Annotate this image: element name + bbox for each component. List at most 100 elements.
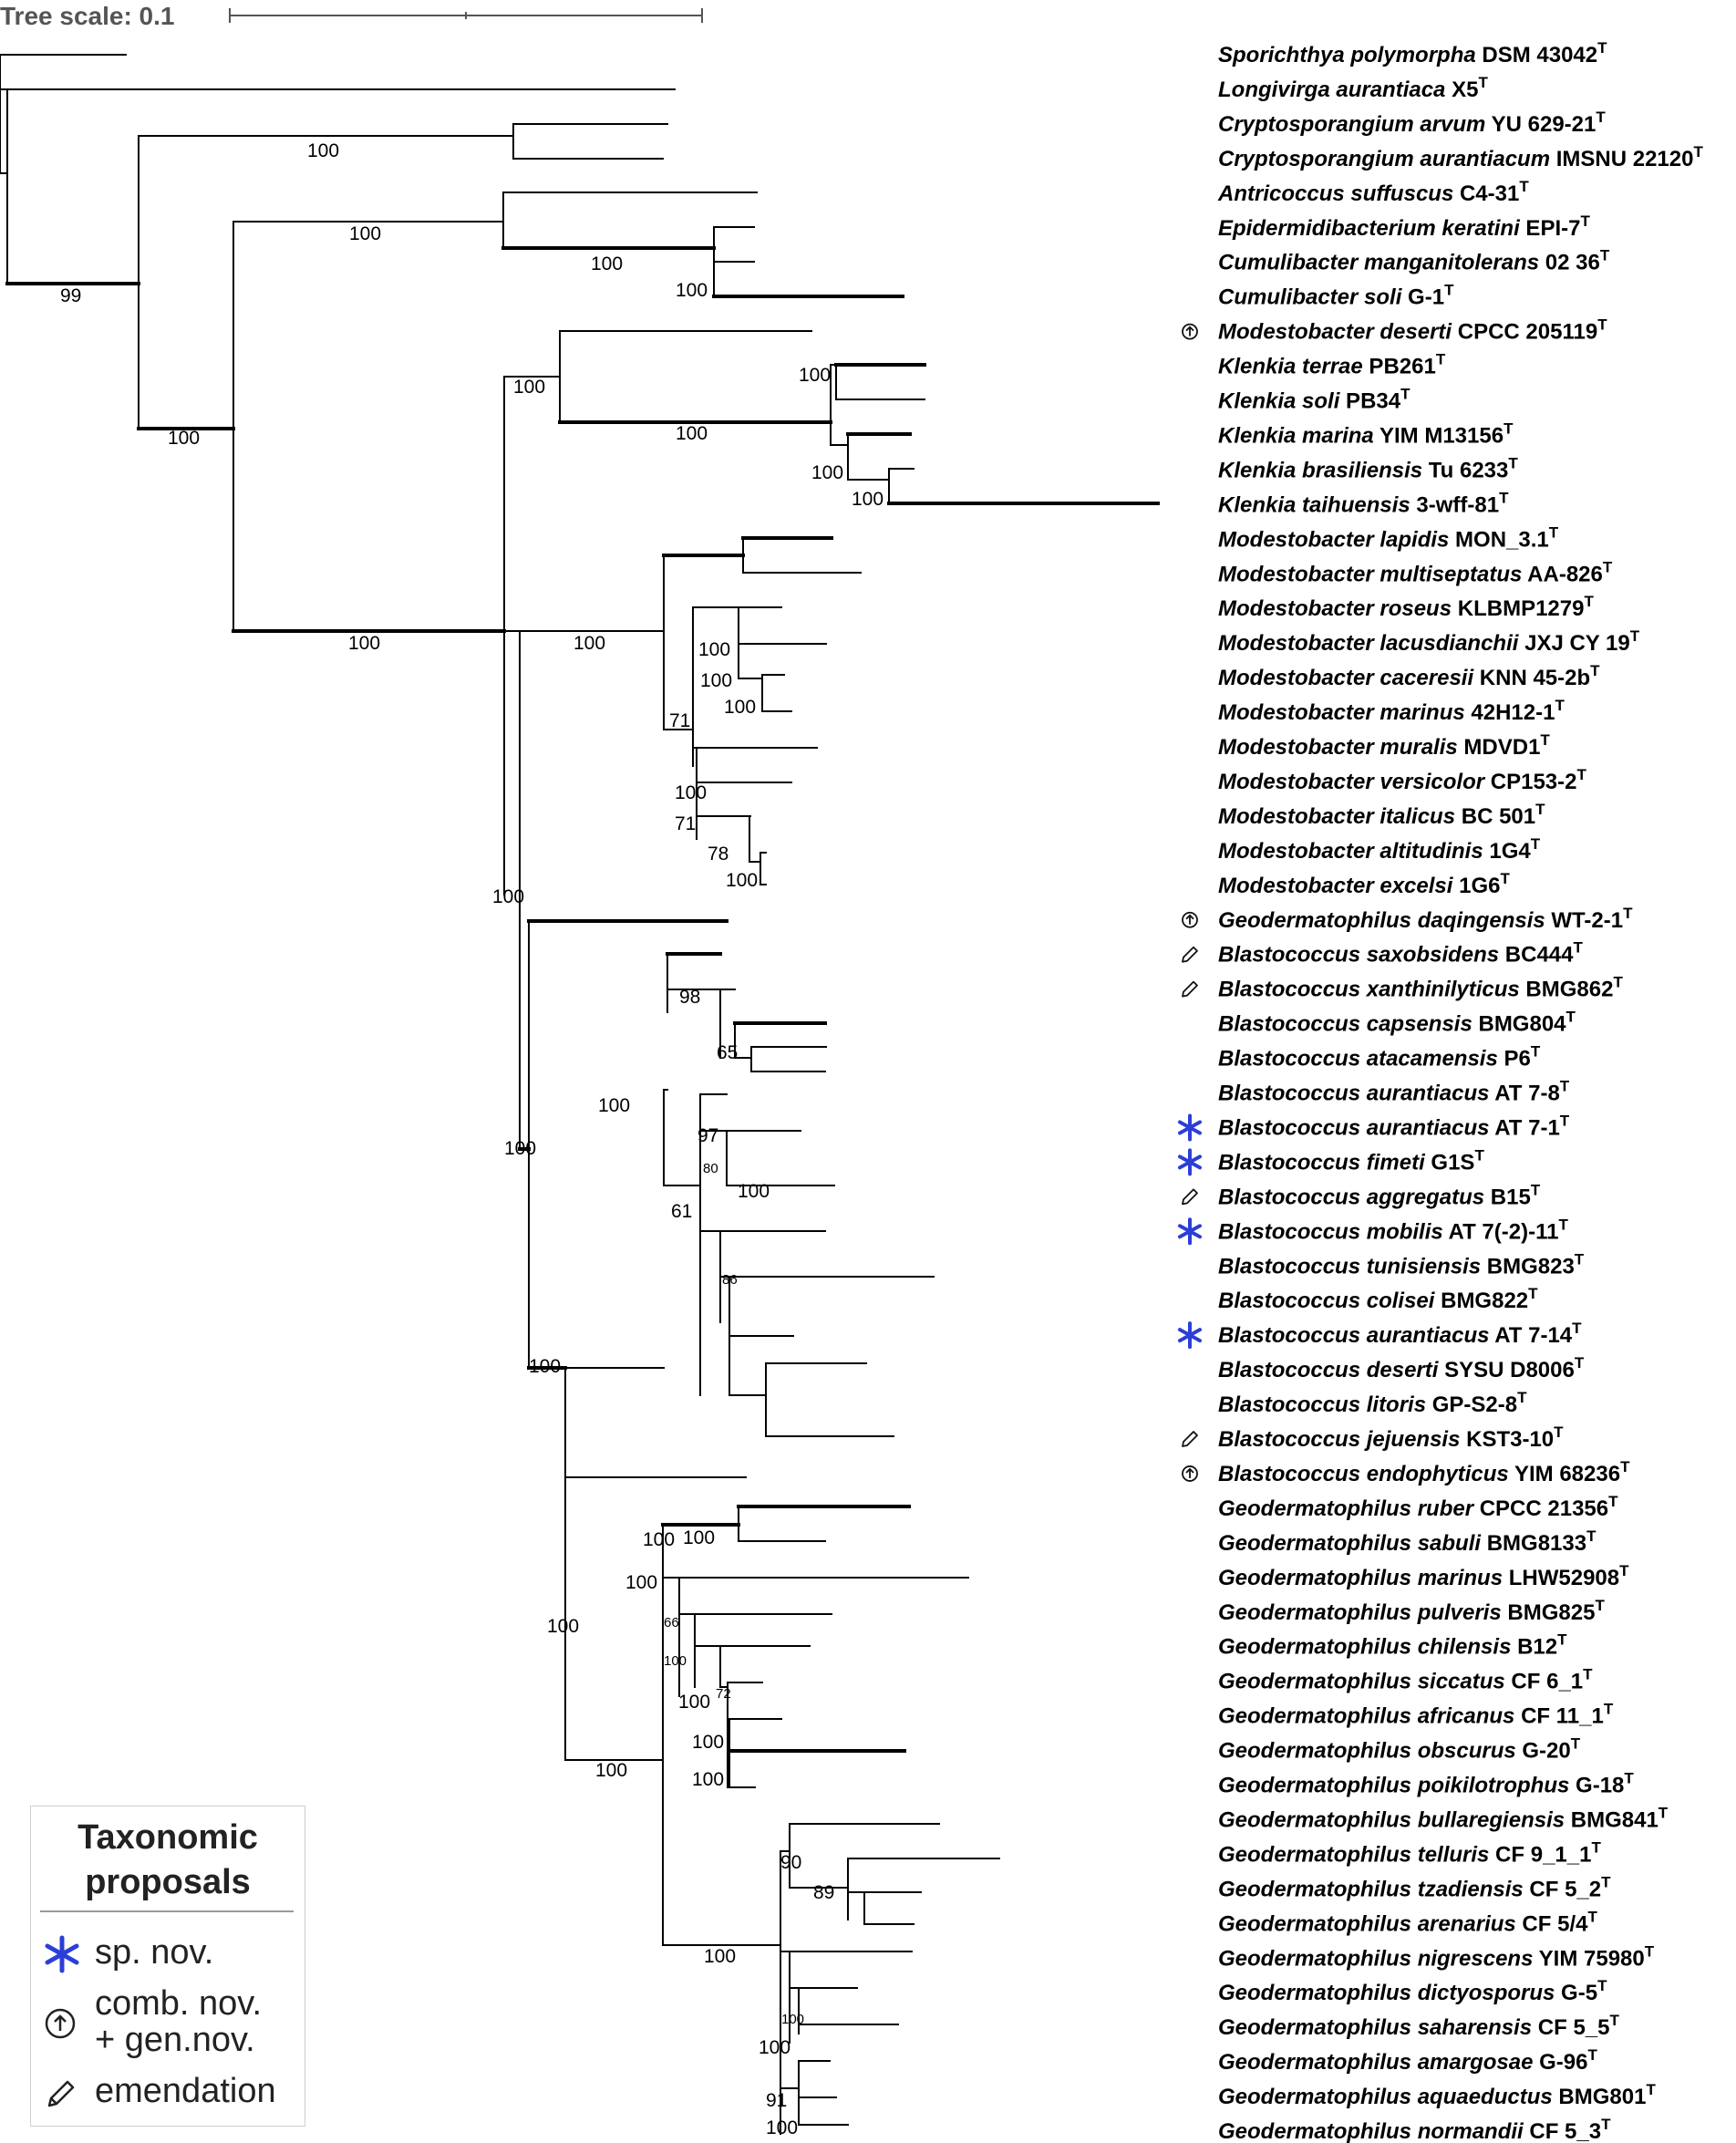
bootstrap-label: 86	[722, 1272, 738, 1288]
bootstrap-label: 100	[692, 1732, 724, 1753]
taxon-label: Blastococcus aurantiacus AT 7-8T	[1218, 1078, 1570, 1106]
bootstrap-label: 100	[675, 782, 707, 803]
bootstrap-label: 100	[574, 633, 605, 654]
bootstrap-label: 98	[679, 987, 700, 1008]
taxon-label: Geodermatophilus poikilotrophus G-18T	[1218, 1770, 1634, 1798]
bootstrap-label: 100	[664, 1653, 687, 1669]
taxon-label: Blastococcus fimeti G1ST	[1218, 1146, 1484, 1175]
taxon-label: Modestobacter multiseptatus AA-826T	[1218, 558, 1613, 586]
bootstrap-label: 78	[708, 844, 728, 864]
bootstrap-label: 100	[759, 2037, 790, 2058]
taxon-label: Modestobacter italicus BC 501T	[1218, 801, 1545, 829]
taxon-labels: Sporichthya polymorpha DSM 43042TLongivi…	[1217, 39, 1703, 2143]
bootstrap-label: 72	[716, 1686, 731, 1702]
legend-item-emendation: emendation	[31, 2071, 305, 2115]
taxon-markers	[1178, 323, 1202, 1482]
pencil-icon	[1182, 980, 1198, 998]
legend-divider	[40, 1910, 294, 1912]
legend-title: Taxonomic proposals	[31, 1816, 305, 1905]
taxon-label: Klenkia marina YIM M13156T	[1218, 419, 1514, 448]
legend-item-comb-nov: comb. nov. + gen.nov.	[31, 1985, 305, 2058]
taxon-label: Geodermatophilus tzadiensis CF 5_2T	[1218, 1873, 1611, 1901]
taxon-label: Klenkia terrae PB261T	[1218, 351, 1446, 379]
taxon-label: Modestobacter muralis MDVD1T	[1218, 731, 1550, 760]
circle-arrow-icon	[45, 2008, 76, 2039]
bootstrap-label: 100	[683, 1527, 715, 1548]
bootstrap-label: 100	[724, 697, 756, 718]
taxon-label: Geodermatophilus africanus CF 11_1T	[1218, 1701, 1614, 1729]
taxon-label: Blastococcus xanthinilyticus BMG862T	[1218, 974, 1623, 1002]
bootstrap-label: 100	[811, 462, 843, 483]
bootstrap-label: 65	[717, 1042, 738, 1063]
bootstrap-label: 100	[643, 1529, 675, 1550]
pencil-icon	[47, 2080, 75, 2107]
taxon-label: Geodermatophilus obscurus G-20T	[1218, 1735, 1581, 1764]
taxon-label: Geodermatophilus telluris CF 9_1_1T	[1218, 1838, 1601, 1867]
circle-arrow-icon	[1182, 1465, 1198, 1482]
bootstrap-label: 97	[698, 1125, 718, 1146]
taxon-label: Blastococcus litoris GP-S2-8T	[1218, 1389, 1527, 1417]
tree-scale-bar	[229, 8, 703, 23]
taxon-label: Blastococcus colisei BMG822T	[1218, 1285, 1538, 1313]
bootstrap-label: 100	[595, 1760, 627, 1781]
bootstrap-label: 100	[598, 1095, 630, 1116]
bootstrap-label: 100	[529, 1356, 561, 1377]
taxon-label: Antricoccus suffuscus C4-31T	[1217, 178, 1529, 206]
bootstrap-label: 91	[766, 2090, 787, 2111]
taxon-label: Modestobacter marinus 42H12-1T	[1218, 697, 1565, 725]
bootstrap-label: 100	[547, 1616, 579, 1637]
taxon-label: Epidermidibacterium keratini EPI-7T	[1218, 212, 1590, 241]
legend-label-emendation: emendation	[95, 2072, 276, 2110]
taxon-label: Cryptosporangium aurantiacum IMSNU 22120…	[1218, 143, 1703, 171]
taxon-label: Geodermatophilus arenarius CF 5/4T	[1218, 1908, 1597, 1936]
legend-label-comb-nov-line1: comb. nov.	[95, 1984, 263, 2023]
taxon-label: Klenkia brasiliensis Tu 6233T	[1218, 454, 1518, 482]
bootstrap-values: 99 100 100 100 100 100 100 100 100 100 1…	[60, 140, 884, 2138]
taxon-label: Modestobacter versicolor CP153-2T	[1218, 766, 1586, 794]
taxon-label: Blastococcus aurantiacus AT 7-14T	[1218, 1320, 1582, 1348]
bootstrap-label: 100	[513, 377, 545, 398]
bootstrap-label: 100	[781, 2012, 804, 2027]
taxon-label: Geodermatophilus saharensis CF 5_5T	[1218, 2012, 1619, 2040]
taxon-label: Geodermatophilus siccatus CF 6_1T	[1218, 1666, 1593, 1694]
bootstrap-label: 100	[698, 639, 730, 660]
taxon-label: Blastococcus mobilis AT 7(-2)-11T	[1218, 1216, 1568, 1244]
bootstrap-label: 100	[766, 2117, 798, 2138]
pencil-icon	[1182, 1431, 1198, 1447]
taxon-label: Geodermatophilus ruber CPCC 21356T	[1218, 1493, 1618, 1521]
taxon-label: Blastococcus aggregatus B15T	[1218, 1181, 1541, 1209]
bootstrap-label: 100	[676, 423, 708, 444]
bootstrap-label: 100	[799, 365, 831, 386]
taxon-label: Blastococcus saxobsidens BC444T	[1218, 939, 1584, 968]
circle-arrow-icon	[1182, 323, 1198, 340]
taxon-label: Geodermatophilus bullaregiensis BMG841T	[1218, 1804, 1669, 1832]
taxon-label: Cumulibacter soli G-1T	[1218, 282, 1454, 310]
taxon-label: Modestobacter altitudinis 1G4T	[1218, 835, 1541, 864]
taxon-label: Geodermatophilus dictyosporus G-5T	[1218, 1977, 1607, 2005]
tree-scale-title: Tree scale: 0.1	[0, 2, 174, 30]
bootstrap-label: 100	[492, 886, 524, 907]
taxon-label: Blastococcus deserti SYSU D8006T	[1218, 1354, 1585, 1382]
bootstrap-label: 100	[676, 280, 708, 301]
taxon-label: Geodermatophilus marinus LHW52908T	[1218, 1562, 1629, 1590]
bootstrap-label: 100	[348, 633, 380, 654]
asterisk-icon	[1178, 1113, 1202, 1142]
bootstrap-label: 89	[813, 1882, 834, 1903]
bootstrap-label: 71	[669, 710, 690, 731]
taxon-label: Geodermatophilus daqingensis WT-2-1T	[1218, 905, 1633, 933]
taxon-label: Geodermatophilus amargosae G-96T	[1218, 2046, 1597, 2075]
legend-title-line2: proposals	[85, 1863, 251, 1901]
legend-label-sp-nov: sp. nov.	[95, 1933, 214, 1972]
taxon-label: Modestobacter deserti CPCC 205119T	[1218, 316, 1607, 345]
legend-item-sp-nov: sp. nov.	[31, 1932, 305, 1976]
bootstrap-label: 80	[703, 1161, 718, 1176]
circle-arrow-icon	[1182, 911, 1198, 928]
taxon-label: Blastococcus jejuensis KST3-10T	[1218, 1423, 1564, 1452]
bootstrap-label: 66	[664, 1615, 679, 1631]
taxon-label: Blastococcus endophyticus YIM 68236T	[1218, 1458, 1630, 1486]
bootstrap-label: 100	[704, 1946, 736, 1967]
taxon-label: Modestobacter excelsi 1G6T	[1218, 870, 1510, 898]
pencil-icon	[1182, 946, 1198, 963]
legend: Taxonomic proposals sp. nov. comb. nov. …	[30, 1806, 305, 2127]
